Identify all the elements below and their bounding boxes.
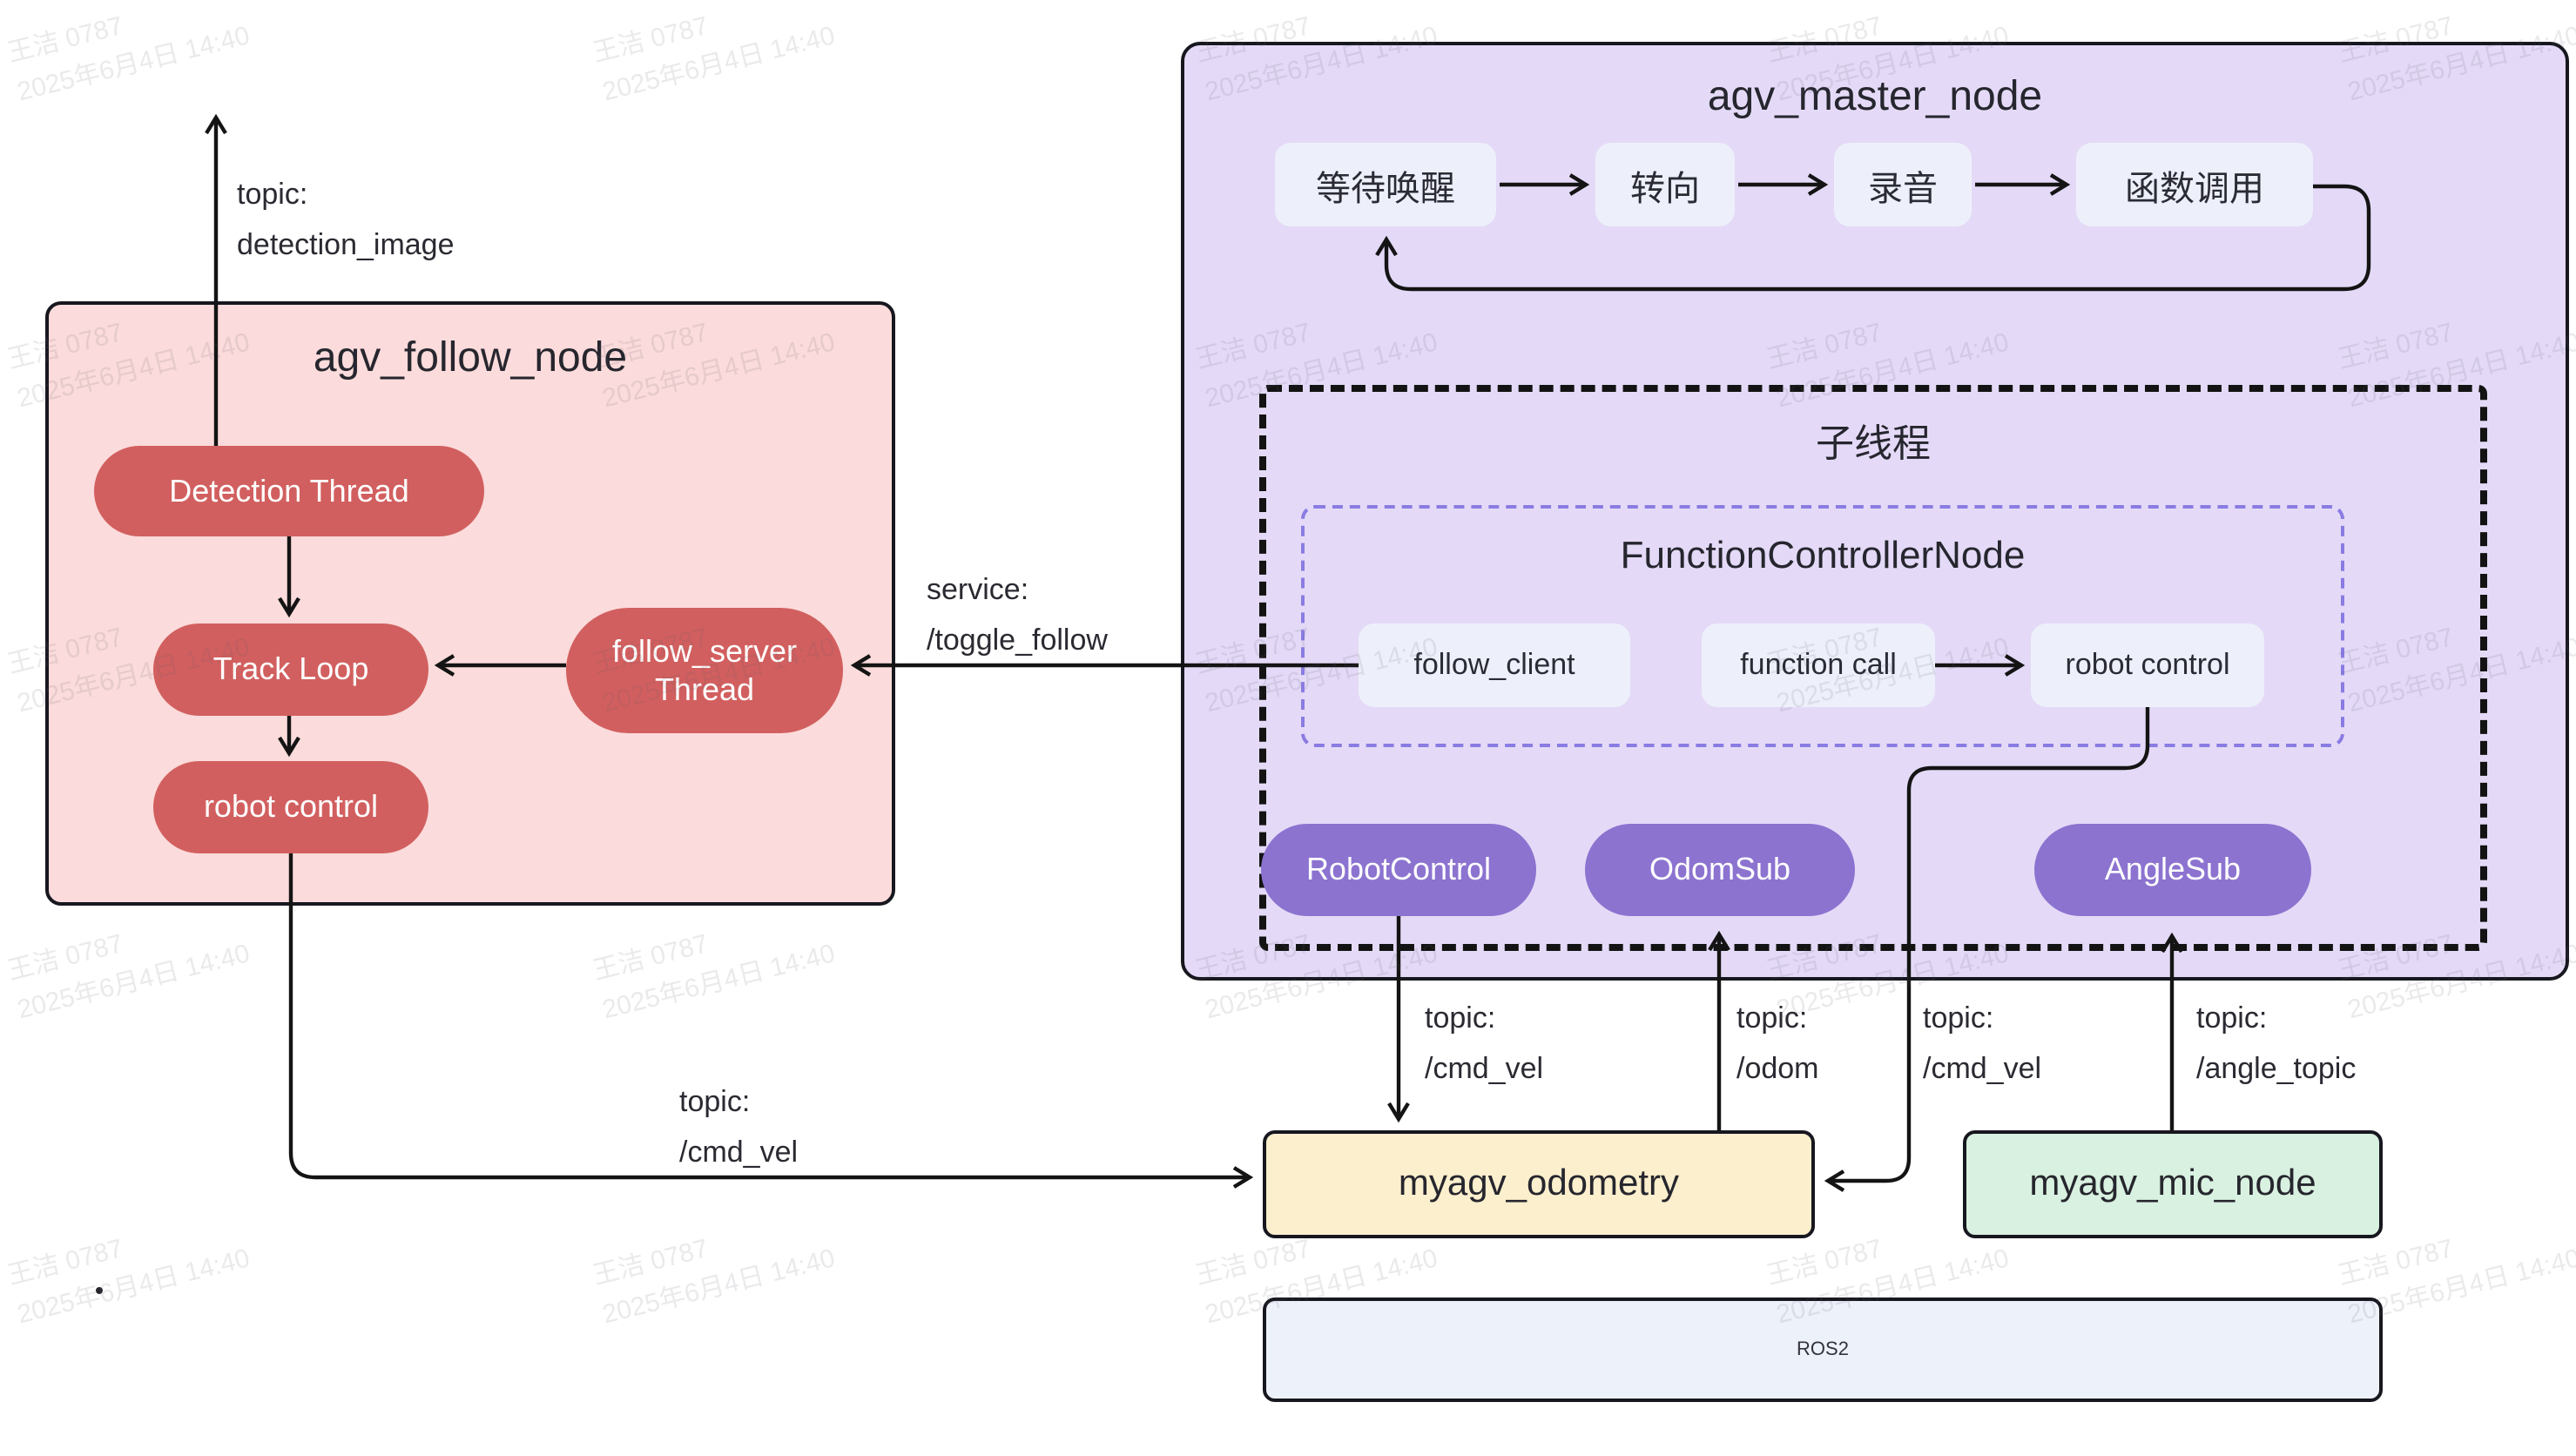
agv-follow-node-title: agv_follow_node	[313, 334, 628, 381]
label-service-toggle-follow: service: /toggle_follow	[927, 573, 1108, 657]
flow-step-function-call: 函数调用	[2076, 143, 2313, 226]
robotcontrol-pill: RobotControl	[1261, 824, 1536, 916]
follow-server-line2: Thread	[654, 672, 755, 707]
label-topic-cmd-vel-robotcontrol: topic: /cmd_vel	[1425, 1001, 1544, 1085]
odomsub-pill: OdomSub	[1585, 824, 1855, 916]
follow-client-box: follow_client	[1359, 624, 1630, 707]
track-loop-pill: Track Loop	[153, 624, 428, 716]
label-topic-angle-topic: topic: /angle_topic	[2196, 1001, 2357, 1085]
subthread-title: 子线程	[1815, 421, 1931, 465]
agv-master-node-title: agv_master_node	[1707, 73, 2043, 120]
flow-step-record: 录音	[1834, 143, 1972, 226]
robot-control-pill: robot control	[153, 761, 428, 853]
label-topic-cmd-vel-mid: topic: /cmd_vel	[1923, 1001, 2042, 1085]
myagv-mic-node-box: myagv_mic_node	[1963, 1130, 2383, 1238]
flow-step-turn: 转向	[1595, 143, 1735, 226]
follow-server-thread-pill: follow_server Thread	[566, 608, 843, 733]
ros2-box: ROS2	[1263, 1298, 2383, 1402]
function-call-box: function call	[1702, 624, 1935, 707]
label-topic-cmd-vel-left: topic: /cmd_vel	[679, 1085, 799, 1169]
label-topic-odom: topic: /odom	[1736, 1001, 1819, 1085]
stray-dot	[96, 1287, 103, 1294]
detection-thread-pill: Detection Thread	[94, 446, 484, 536]
flow-step-wait-wake: 等待唤醒	[1275, 143, 1496, 226]
follow-server-line1: follow_server	[611, 633, 798, 668]
function-controller-node-title: FunctionControllerNode	[1620, 533, 2026, 576]
function-controller-node-box: FunctionControllerNode	[1301, 505, 2344, 747]
robot-control-box: robot control	[2031, 624, 2264, 707]
label-topic-detection-image: topic: detection_image	[237, 178, 455, 261]
myagv-odometry-box: myagv_odometry	[1263, 1130, 1815, 1238]
anglesub-pill: AngleSub	[2034, 824, 2311, 916]
